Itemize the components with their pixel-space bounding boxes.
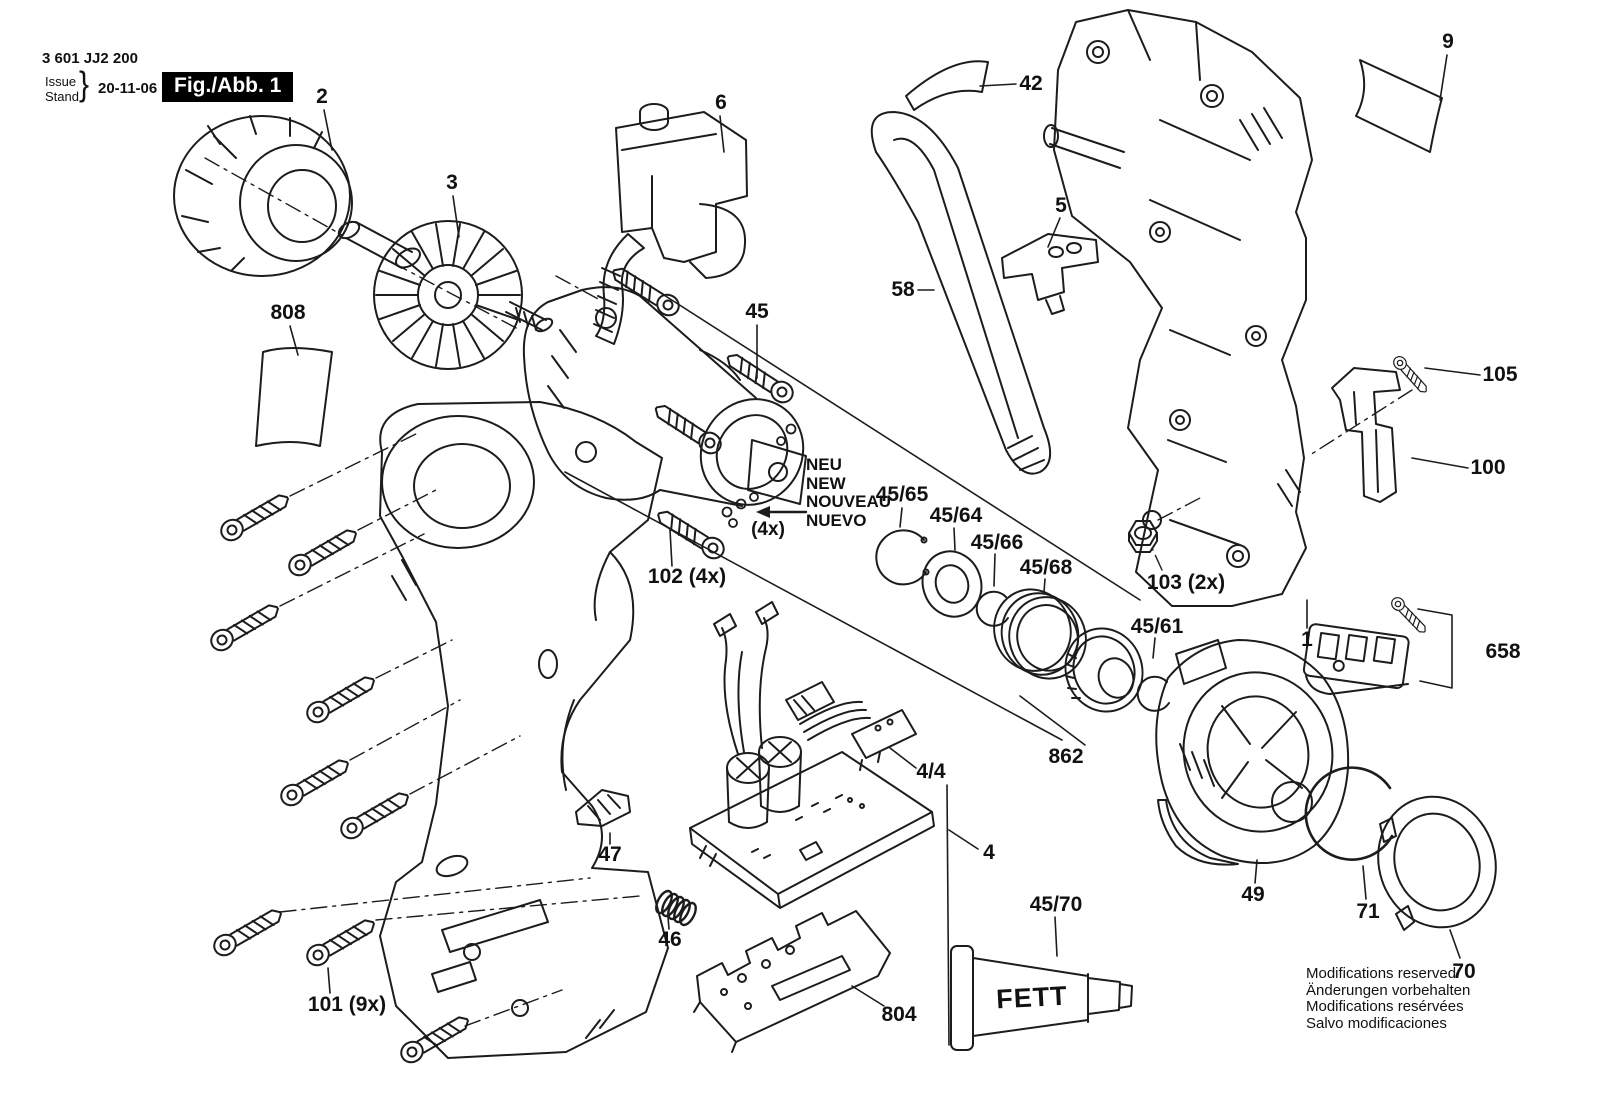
stand-label: Stand bbox=[45, 89, 79, 104]
part-label-49: 49 bbox=[1241, 883, 1265, 906]
rubber-47-drawing bbox=[575, 789, 631, 827]
part-label-45-68: 45/68 bbox=[1019, 556, 1073, 579]
sticker-9-drawing bbox=[1355, 59, 1443, 153]
construction-lines bbox=[204, 157, 1413, 1027]
issue-stand-label: Issue Stand bbox=[45, 74, 79, 104]
part-label-3: 3 bbox=[446, 171, 458, 194]
part-label-101: 101 (9x) bbox=[307, 993, 387, 1016]
part-label-804: 804 bbox=[881, 1003, 917, 1026]
sticker-808-drawing bbox=[255, 347, 333, 447]
part-label-658: 658 bbox=[1485, 640, 1521, 663]
belt-clip-drawing bbox=[1331, 367, 1401, 503]
part-label-862: 862 bbox=[1048, 745, 1084, 768]
new-note-line-es: NUEVO bbox=[806, 510, 867, 530]
pcb-4-drawing bbox=[689, 601, 935, 909]
part-label-46: 46 bbox=[658, 928, 682, 951]
ring-45-64-drawing bbox=[921, 550, 983, 618]
grease-tube-drawing bbox=[950, 945, 1133, 1051]
part-label-6: 6 bbox=[715, 91, 727, 114]
issue-date: 20-11-06 bbox=[98, 80, 158, 97]
housing-right-drawing bbox=[1043, 9, 1313, 607]
part-label-45-64: 45/64 bbox=[929, 504, 983, 527]
part-label-45-61: 45/61 bbox=[1130, 615, 1184, 638]
ring-45-66-drawing bbox=[975, 590, 1009, 627]
new-note-line-en: NEW bbox=[806, 473, 846, 493]
circlip-45-61-drawing bbox=[1136, 675, 1170, 712]
issue-label: Issue bbox=[45, 74, 77, 89]
part-label-100: 100 bbox=[1470, 456, 1506, 479]
new-part-note: NEU NEW NOUVEAU NUEVO bbox=[806, 455, 892, 530]
modifications-line-fr: Modifications resérvées bbox=[1306, 998, 1464, 1015]
part-label-2: 2 bbox=[316, 85, 328, 108]
contact-plate-drawing bbox=[1001, 233, 1099, 315]
part-label-4-4: 4/4 bbox=[916, 760, 946, 783]
part-label-47: 47 bbox=[598, 843, 622, 866]
type-number: 3 601 JJ2 200 bbox=[42, 50, 138, 67]
modifications-line-es: Salvo modificaciones bbox=[1306, 1014, 1447, 1032]
part-label-58: 58 bbox=[891, 278, 915, 301]
new-note-qty: (4x) bbox=[751, 519, 785, 540]
sticker-42-drawing bbox=[905, 60, 989, 111]
board-4-4-drawing bbox=[851, 709, 917, 771]
part-label-70: 70 bbox=[1452, 960, 1476, 983]
part-label-71: 71 bbox=[1356, 900, 1380, 923]
part-label-45-70: 45/70 bbox=[1029, 893, 1083, 916]
group-brackets bbox=[564, 287, 1453, 1046]
nut-103-drawing bbox=[1128, 520, 1158, 553]
modifications-line-en: Modifications reserved bbox=[1306, 965, 1457, 982]
part-label-45-66: 45/66 bbox=[970, 531, 1024, 554]
part-label-103: 103 (2x) bbox=[1146, 571, 1226, 594]
rotor-drawing bbox=[337, 220, 554, 370]
part-label-808: 808 bbox=[270, 301, 306, 324]
grease-tube-text: FETT bbox=[995, 980, 1069, 1015]
leader-lines bbox=[289, 54, 1481, 1007]
spring-45-68-drawing bbox=[993, 588, 1087, 680]
hammer-case-drawing bbox=[522, 286, 807, 507]
modifications-line-de: Änderungen vorbehalten bbox=[1306, 981, 1471, 999]
modifications-note: Modifications reserved Änderungen vorbeh… bbox=[1306, 965, 1471, 1032]
part-label-45-65: 45/65 bbox=[875, 483, 929, 506]
housing-left-drawing bbox=[379, 401, 669, 1059]
snap-ring-45-65-drawing bbox=[875, 529, 930, 586]
trigger-switch-drawing bbox=[593, 103, 748, 345]
front-sleeve-49-drawing bbox=[1155, 639, 1350, 866]
wire-ring-71-drawing bbox=[1304, 766, 1394, 861]
stator-drawing bbox=[173, 115, 353, 277]
part-label-9: 9 bbox=[1442, 30, 1454, 53]
figure-title: Fig./Abb. 1 bbox=[162, 72, 294, 102]
hang-strap-drawing bbox=[870, 111, 1051, 475]
spring-46-drawing bbox=[655, 889, 697, 927]
part-label-45: 45 bbox=[745, 300, 769, 323]
part-label-5: 5 bbox=[1055, 194, 1067, 217]
new-note-line-de: NEU bbox=[806, 455, 842, 474]
brace-glyph: } bbox=[79, 65, 90, 104]
part-label-42: 42 bbox=[1019, 72, 1043, 95]
plate-804-drawing bbox=[693, 910, 891, 1053]
damper-862-drawing bbox=[1064, 627, 1144, 713]
part-label-102: 102 (4x) bbox=[647, 565, 727, 588]
new-note-arrow bbox=[756, 506, 808, 518]
part-label-4: 4 bbox=[983, 841, 995, 864]
part-label-1: 1 bbox=[1301, 628, 1313, 651]
ring-70-drawing bbox=[1377, 795, 1497, 931]
bumper-658-drawing bbox=[1302, 594, 1430, 695]
new-note-line-fr: NOUVEAU bbox=[806, 492, 892, 511]
part-label-105: 105 bbox=[1482, 363, 1518, 386]
